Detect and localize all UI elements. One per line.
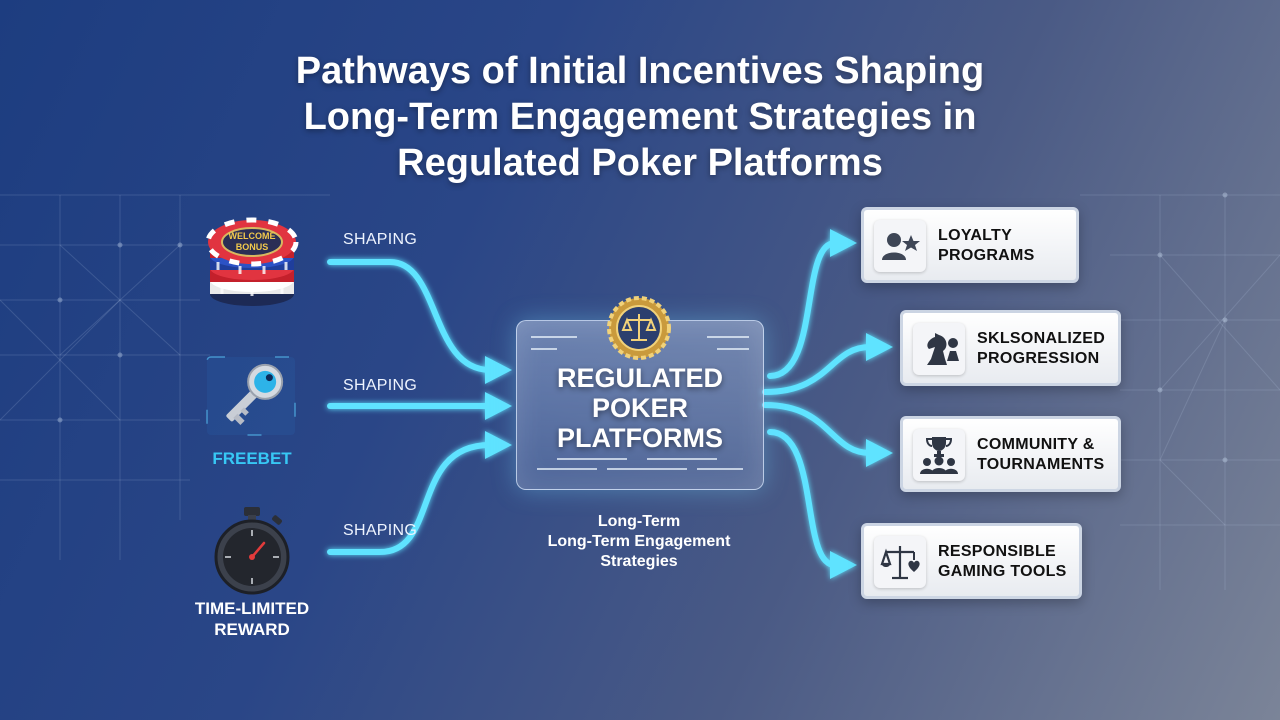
output-label-community: COMMUNITY & TOURNAMENTS bbox=[977, 435, 1104, 475]
output-card-loyalty: LOYALTY PROGRAMS bbox=[861, 207, 1079, 283]
center-title-line-3: PLATFORMS bbox=[557, 423, 723, 453]
progression-line-2: PROGRESSION bbox=[977, 350, 1100, 367]
chip-text-welcome: WELCOME bbox=[229, 231, 276, 241]
arrow-center-to-loyalty bbox=[767, 240, 838, 379]
output-card-community: COMMUNITY & TOURNAMENTS bbox=[900, 416, 1121, 492]
loyalty-line-2: PROGRAMS bbox=[938, 247, 1035, 264]
regulated-platforms-panel: REGULATED POKER PLATFORMS bbox=[516, 320, 764, 490]
stopwatch-icon bbox=[210, 505, 294, 595]
source-label-time-limited: TIME-LIMITED REWARD bbox=[180, 598, 324, 640]
arrowhead-time bbox=[485, 431, 512, 459]
responsible-line-1: RESPONSIBLE bbox=[938, 543, 1056, 560]
arrowhead-community bbox=[866, 439, 893, 467]
arrow-center-to-progression bbox=[762, 344, 873, 395]
arrowhead-welcome bbox=[485, 356, 512, 384]
output-card-progression: SKLSONALIZED PROGRESSION bbox=[900, 310, 1121, 386]
arrowhead-freebet bbox=[485, 392, 512, 420]
center-title-line-2: POKER bbox=[591, 393, 689, 423]
caption-line-2: Long-Term Engagement bbox=[547, 533, 731, 550]
chip-text-bonus: BONUS bbox=[236, 242, 269, 252]
output-label-progression: SKLSONALIZED PROGRESSION bbox=[977, 329, 1105, 369]
source-label-time-line-1: TIME-LIMITED bbox=[194, 599, 310, 618]
progression-line-1: SKLSONALIZED bbox=[977, 330, 1106, 347]
output-label-responsible: RESPONSIBLE GAMING TOOLS bbox=[938, 542, 1067, 582]
community-line-2: TOURNAMENTS bbox=[977, 456, 1105, 473]
arrowhead-progression bbox=[866, 333, 893, 361]
community-line-1: COMMUNITY & bbox=[977, 436, 1095, 453]
scales-heart-icon bbox=[874, 536, 926, 588]
title-line-3: Regulated Poker Platforms bbox=[397, 142, 883, 184]
center-title-line-1: REGULATED bbox=[557, 363, 723, 393]
arrowhead-loyalty bbox=[830, 229, 857, 257]
responsible-line-2: GAMING TOOLS bbox=[938, 563, 1067, 580]
user-star-icon bbox=[874, 220, 926, 272]
title-line-1: Pathways of Initial Incentives Shaping bbox=[295, 50, 985, 92]
page-title: Pathways of Initial Incentives Shaping L… bbox=[140, 48, 1140, 186]
chess-knight-icon bbox=[913, 323, 965, 375]
key-icon bbox=[205, 355, 297, 437]
arrow-center-to-responsible bbox=[767, 429, 838, 568]
caption-line-3: Strategies bbox=[600, 553, 678, 570]
arrowhead-responsible bbox=[830, 551, 857, 579]
caption-line-1: Long-Term bbox=[597, 513, 681, 530]
center-caption: Long-Term Long-Term Engagement Strategie… bbox=[509, 512, 769, 572]
output-card-responsible: RESPONSIBLE GAMING TOOLS bbox=[861, 523, 1082, 599]
poker-chips-icon: WELCOME BONUS bbox=[200, 208, 304, 312]
arrow-label-shaping-2: SHAPING bbox=[343, 377, 418, 394]
loyalty-line-1: LOYALTY bbox=[938, 227, 1013, 244]
trophy-group-icon bbox=[913, 429, 965, 481]
scales-badge-icon bbox=[607, 296, 671, 360]
arrow-label-shaping-1: SHAPING bbox=[343, 231, 418, 248]
arrow-welcome-to-center bbox=[327, 259, 493, 373]
panel-decoration bbox=[531, 336, 749, 470]
output-label-loyalty: LOYALTY PROGRAMS bbox=[938, 226, 1035, 266]
arrow-time-to-center bbox=[327, 442, 493, 555]
title-line-2: Long-Term Engagement Strategies in bbox=[303, 96, 977, 138]
source-label-freebet: FREEBET bbox=[212, 449, 292, 468]
source-label-time-line-2: REWARD bbox=[214, 620, 290, 639]
arrow-label-shaping-3: SHAPING bbox=[343, 522, 418, 539]
arrow-center-to-community bbox=[762, 402, 873, 456]
